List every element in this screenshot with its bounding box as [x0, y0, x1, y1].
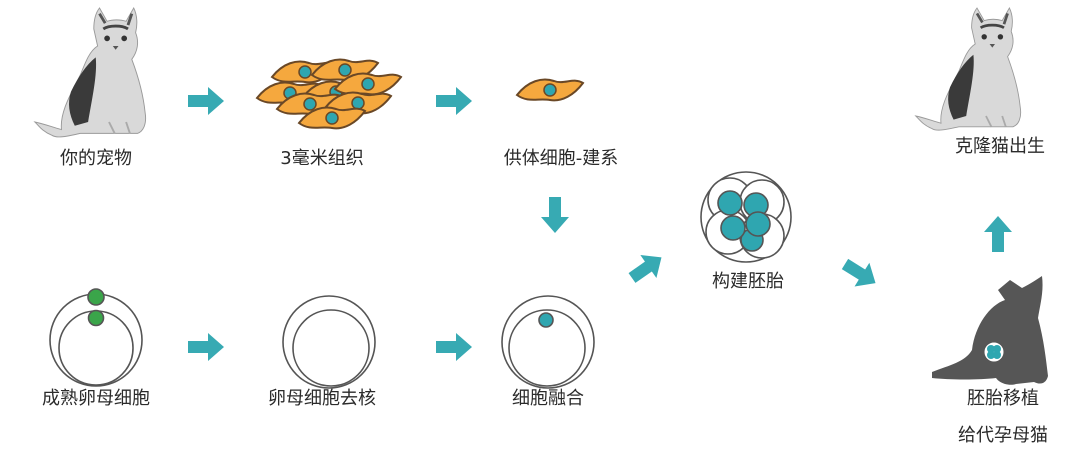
label-tissue: 3毫米组织 [280, 148, 364, 169]
donor-cell [516, 78, 584, 102]
arrow-right-icon [436, 333, 472, 361]
arrow-down-icon [541, 197, 569, 233]
label-transfer: 胚胎移植 [967, 388, 1039, 409]
arrow-right-icon [436, 87, 472, 115]
surrogate-cat-image [932, 276, 1048, 385]
cloned-cat-image [914, 6, 1023, 132]
pet-cat-image [33, 6, 148, 139]
arrow-up-right-icon [623, 245, 670, 290]
label-pet: 你的宠物 [60, 148, 132, 169]
enucleated-oocyte [282, 295, 376, 389]
arrow-right-icon [188, 333, 224, 361]
arrow-right-icon [188, 87, 224, 115]
label-mature-oocyte: 成熟卵母细胞 [42, 388, 150, 409]
arrow-up-icon [984, 216, 1012, 252]
label-fusion: 细胞融合 [512, 388, 584, 409]
label-donor-cell: 供体细胞-建系 [503, 148, 619, 169]
embryo [700, 171, 792, 263]
label-clone-birth: 克隆猫出生 [955, 136, 1045, 157]
mature-oocyte [49, 288, 143, 387]
tissue-cells [256, 58, 402, 130]
arrow-down-right-icon [837, 252, 883, 295]
fused-cell [501, 295, 595, 389]
label-build-embryo: 构建胚胎 [712, 271, 784, 292]
label-enucleation: 卵母细胞去核 [268, 388, 376, 409]
label-surrogate: 给代孕母猫 [958, 425, 1048, 446]
